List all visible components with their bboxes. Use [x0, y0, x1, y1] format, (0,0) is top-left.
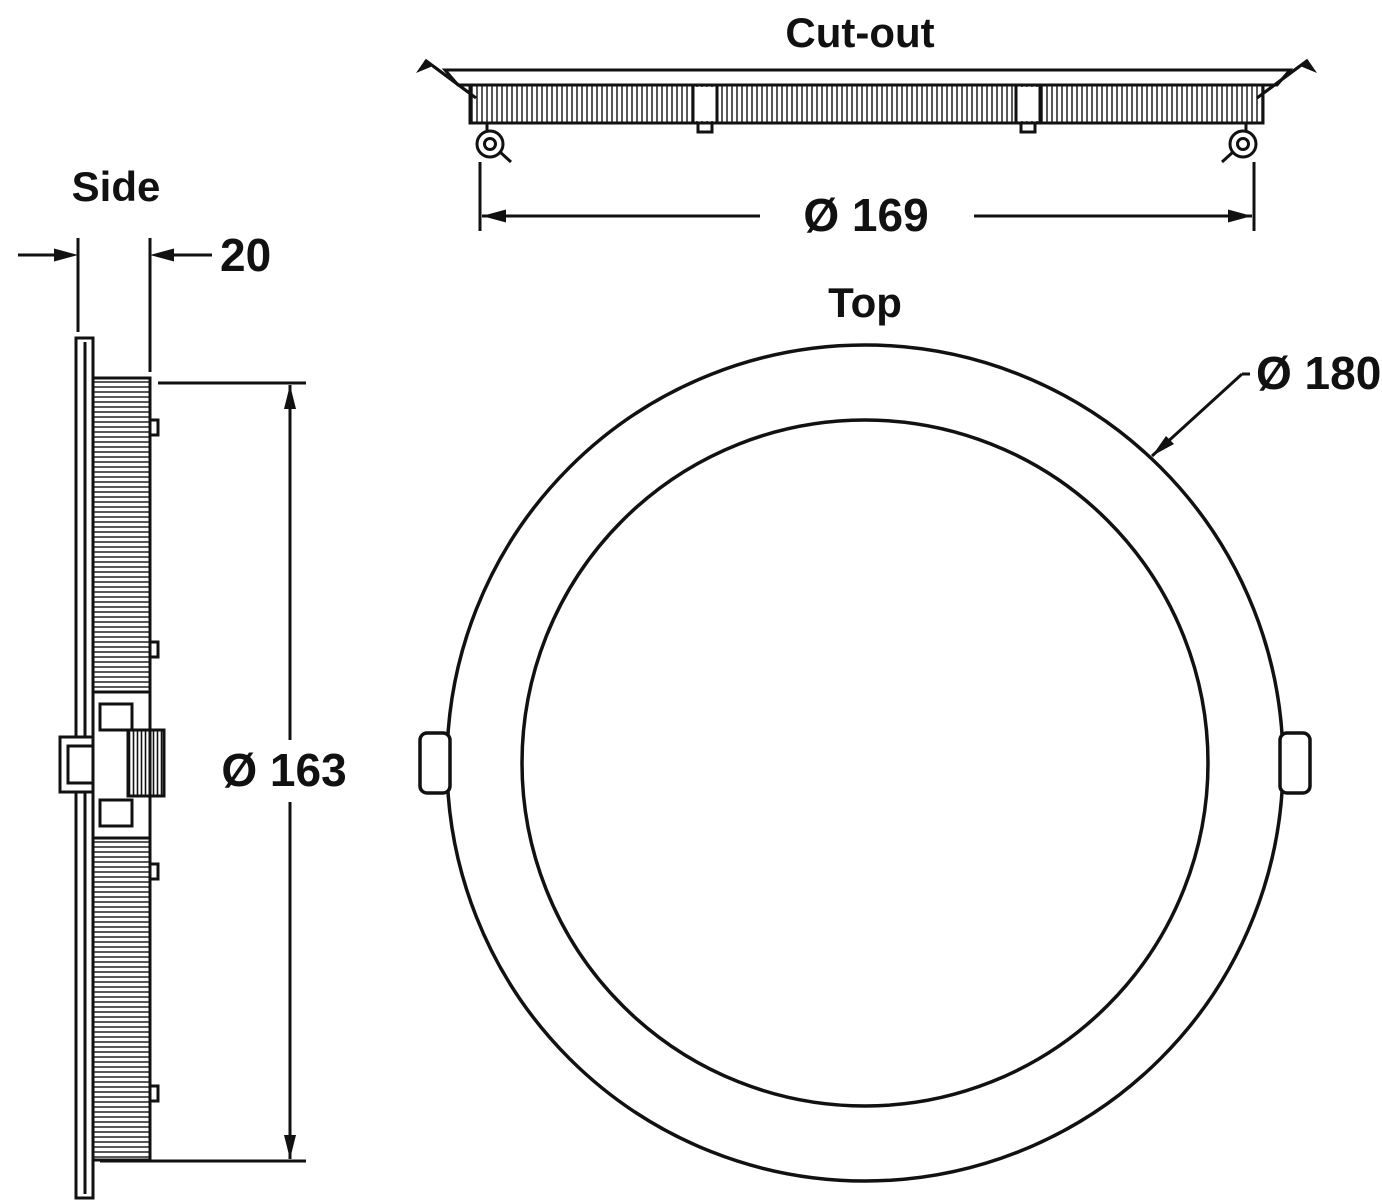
top-view-label: Top — [828, 279, 902, 326]
top-outer-circle — [445, 343, 1285, 1183]
dim-cutout-diameter-label: Ø 169 — [803, 189, 928, 241]
cutout-body — [468, 83, 1265, 125]
dim-depth-label: 20 — [220, 229, 271, 281]
top-view-drawing — [418, 343, 1312, 1183]
dim-panel-diameter: Ø 163 — [100, 381, 347, 1163]
side-view-label: Side — [72, 163, 161, 210]
top-left-clip-tab — [418, 731, 452, 795]
cutout-left-clip — [416, 58, 513, 164]
side-clip-bracket — [58, 735, 95, 794]
dim-outer-diameter: Ø 180 — [1150, 347, 1381, 458]
dim-depth: 20 — [18, 229, 271, 372]
dim-panel-diameter-label: Ø 163 — [221, 744, 346, 796]
side-spring-coil — [126, 728, 166, 798]
cutout-view-label: Cut-out — [785, 9, 934, 56]
dim-cutout-diameter: Ø 169 — [478, 162, 1256, 241]
cutout-face-plate — [441, 68, 1294, 87]
side-view-drawing — [58, 336, 166, 1200]
top-inner-circle — [520, 418, 1210, 1108]
cutout-right-clip — [1220, 58, 1317, 164]
cutout-view-drawing — [416, 58, 1317, 164]
top-right-clip-tab — [1278, 731, 1312, 795]
dim-outer-diameter-label: Ø 180 — [1256, 347, 1381, 399]
